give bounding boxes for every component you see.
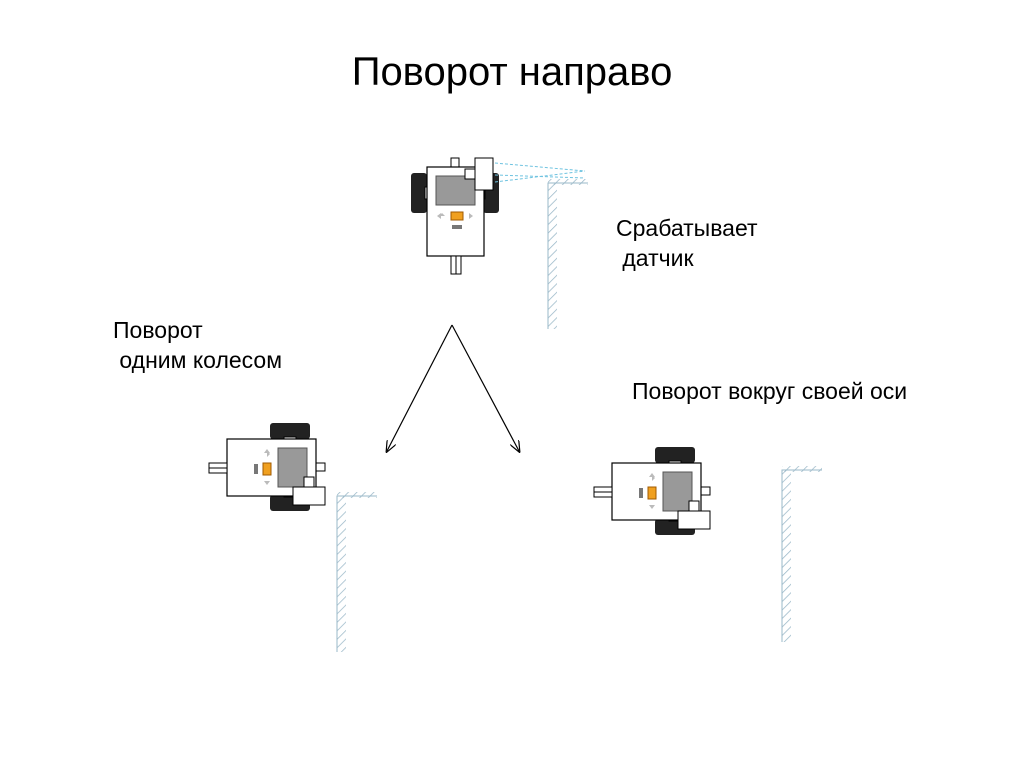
- axis-turn-label: Поворот вокруг своей оси: [632, 378, 908, 404]
- arrow-left: [387, 324, 453, 451]
- one-wheel-label-line2: одним колесом: [113, 347, 283, 373]
- sensor-label-line1: Срабатывает: [616, 215, 758, 241]
- sensor-beam: [494, 162, 586, 183]
- robot-own-axis: [593, 446, 711, 536]
- one-wheel-label-line1: Поворот: [113, 317, 203, 343]
- wall-top: [547, 179, 588, 329]
- sensor-triggered-label: Срабатывает датчик: [616, 213, 758, 273]
- sensor-label-line2: датчик: [616, 245, 694, 271]
- robot-one-wheel: [208, 422, 326, 512]
- arrow-right: [451, 324, 519, 451]
- one-wheel-turn-label: Поворот одним колесом: [113, 315, 282, 375]
- slide-title: Поворот направо: [351, 50, 673, 94]
- wall-left: [336, 492, 377, 652]
- wall-right: [781, 466, 822, 642]
- robot-top: [410, 157, 500, 275]
